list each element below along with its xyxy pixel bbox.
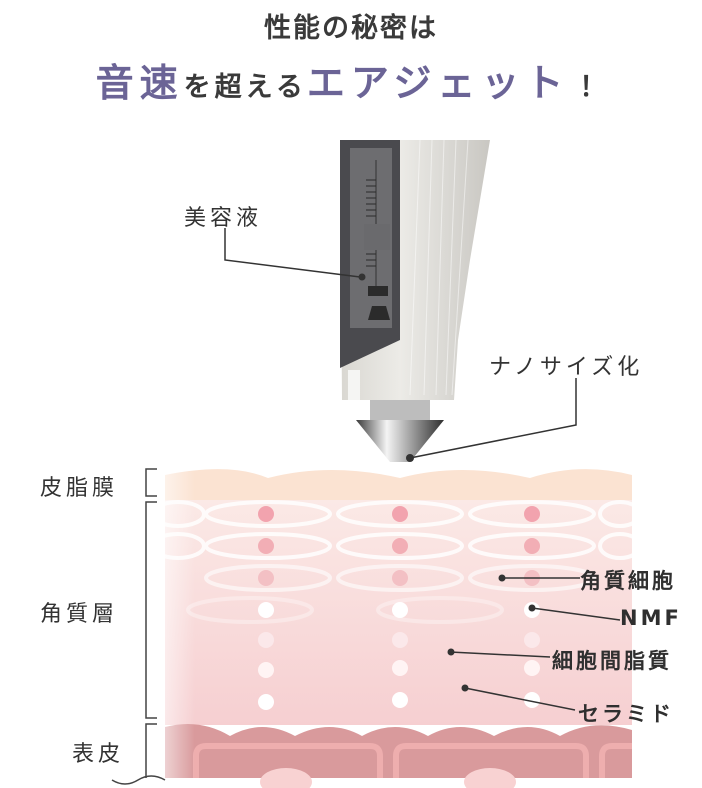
label-ceramide: セラミド: [578, 702, 674, 726]
headline-exclamation: ！: [579, 72, 607, 103]
label-stratum-corneum: 角質層: [40, 602, 119, 627]
label-corneocyte: 角質細胞: [580, 569, 676, 593]
label-nano-size: ナノサイズ化: [489, 355, 644, 380]
layer-brackets: [111, 468, 166, 785]
headline-line-1: 性能の秘密は: [264, 13, 438, 44]
headline-line-2: 音速を超えるエアジェット ！: [0, 52, 702, 107]
label-serum: 美容液: [184, 206, 263, 231]
label-epidermis: 表皮: [72, 742, 125, 767]
headline-accent-sonic: 音速: [95, 61, 184, 105]
headline-exceeding: を超える: [183, 72, 307, 103]
label-sebum-layer: 皮脂膜: [40, 476, 119, 501]
headline-accent-airjet: エアジェット: [306, 61, 570, 105]
airjet-device: [340, 139, 490, 462]
skin-cross-section: [150, 469, 642, 788]
label-nmf: NMF: [620, 606, 682, 630]
leader-lines: [224, 228, 621, 711]
device-nozzle: [356, 420, 444, 462]
label-intercellular-lipid: 細胞間脂質: [552, 649, 672, 673]
